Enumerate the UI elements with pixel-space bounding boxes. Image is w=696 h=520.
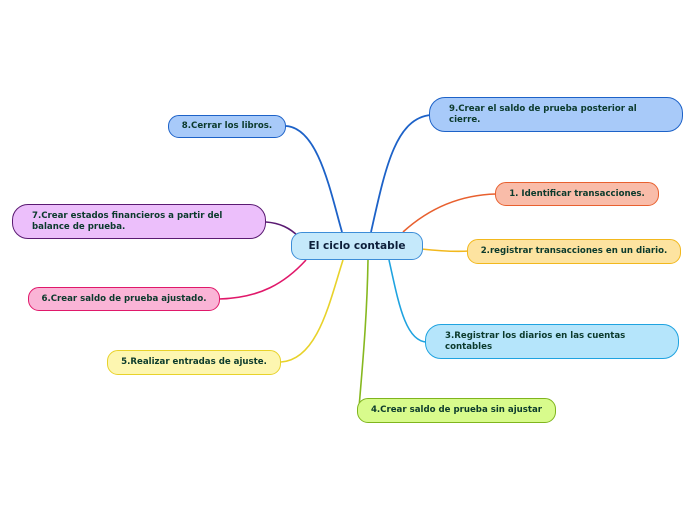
connector-topic-4 <box>358 259 369 409</box>
topic-label: 6.Crear saldo de prueba ajustado. <box>41 293 207 304</box>
connector-topic-1 <box>402 193 497 233</box>
topic-1-identify-transactions[interactable]: 1. Identificar transacciones. <box>495 182 659 206</box>
connector-topic-3 <box>388 259 428 343</box>
connector-topic-9 <box>370 114 432 233</box>
connector-topic-2 <box>420 248 470 253</box>
topic-label: 7.Crear estados financieros a partir del… <box>32 211 223 232</box>
topic-4-unadjusted-trial-balance[interactable]: 4.Crear saldo de prueba sin ajustar <box>357 398 556 423</box>
topic-label: 4.Crear saldo de prueba sin ajustar <box>370 405 543 416</box>
topic-6-adjusted-trial-balance[interactable]: 6.Crear saldo de prueba ajustado. <box>28 287 220 311</box>
topic-8-close-books[interactable]: 8.Cerrar los libros. <box>168 115 286 138</box>
connector-topic-8 <box>285 125 343 233</box>
central-topic[interactable]: El ciclo contable <box>291 232 423 260</box>
topic-5-adjusting-entries[interactable]: 5.Realizar entradas de ajuste. <box>107 350 281 375</box>
topic-7-financial-statements[interactable]: 7.Crear estados financieros a partir del… <box>12 204 266 239</box>
topic-9-post-closing-trial-balance[interactable]: 9.Crear el saldo de prueba posterior al … <box>429 97 683 132</box>
topic-2-record-in-journal[interactable]: 2.registrar transacciones en un diario. <box>467 239 681 264</box>
topic-3-post-to-ledger[interactable]: 3.Registrar los diarios en las cuentas c… <box>425 324 679 359</box>
topic-label: 3.Registrar los diarios en las cuentas c… <box>445 331 626 352</box>
connector-topic-5 <box>280 259 344 363</box>
topic-label: 1. Identificar transacciones. <box>509 188 645 199</box>
topic-label: 9.Crear el saldo de prueba posterior al … <box>449 104 637 125</box>
topic-label: 2.registrar transacciones en un diario. <box>480 246 668 257</box>
connector-topic-6 <box>218 259 307 300</box>
central-topic-label: El ciclo contable <box>308 239 406 252</box>
topic-label: 8.Cerrar los libros. <box>181 121 273 132</box>
topic-label: 5.Realizar entradas de ajuste. <box>121 357 267 368</box>
